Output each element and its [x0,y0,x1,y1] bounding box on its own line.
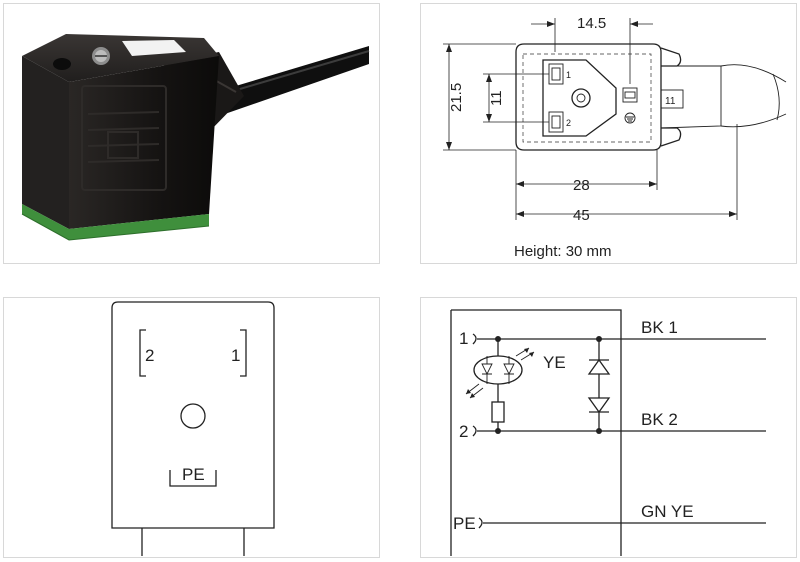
dim-28: 28 [573,177,590,194]
dim-14-5: 14.5 [577,15,606,32]
pe-label: PE [182,465,205,484]
product-photo-panel [3,3,380,264]
pin1-label: 1 [231,346,240,365]
schematic-panel: 1 2 PE YE BK 1 BK 2 GN YE [420,297,797,558]
dim-21-5: 21.5 [448,83,465,112]
diode-top-symbol [587,358,611,375]
cable-mark: 11 [665,96,676,107]
term2-label: 2 [459,422,468,441]
green-seal [22,204,209,240]
schematic-drawing: 1 2 PE YE BK 1 BK 2 GN YE [450,309,766,556]
pe-term-label: PE [453,514,476,533]
resistor-symbol [491,401,505,423]
center-hole [180,403,206,429]
dimension-drawing: 11 1 2 14.5 21.5 11 28 45 [443,15,787,260]
pin-layout-panel: 2 1 PE [3,297,380,558]
dimension-drawing-panel: 11 1 2 14.5 21.5 11 28 45 [420,3,797,264]
dim-45: 45 [573,207,590,224]
term1-label: 1 [459,329,468,348]
pin1-mark: 1 [566,70,571,80]
led-color-label: YE [543,353,566,372]
dim-11: 11 [488,90,505,106]
pin-layout-drawing: 2 1 PE [111,301,275,556]
connector-photo [21,34,370,241]
label-patch [122,40,186,56]
wire-bk1-label: BK 1 [641,318,678,337]
pin2-label: 2 [145,346,154,365]
led-symbol [473,355,523,385]
wire-bk2-label: BK 2 [641,410,678,429]
diode-bottom-symbol [587,397,611,414]
pin2-mark: 2 [566,118,571,128]
wire-gnye-label: GN YE [641,502,694,521]
height-note: Height: 30 mm [514,243,612,260]
